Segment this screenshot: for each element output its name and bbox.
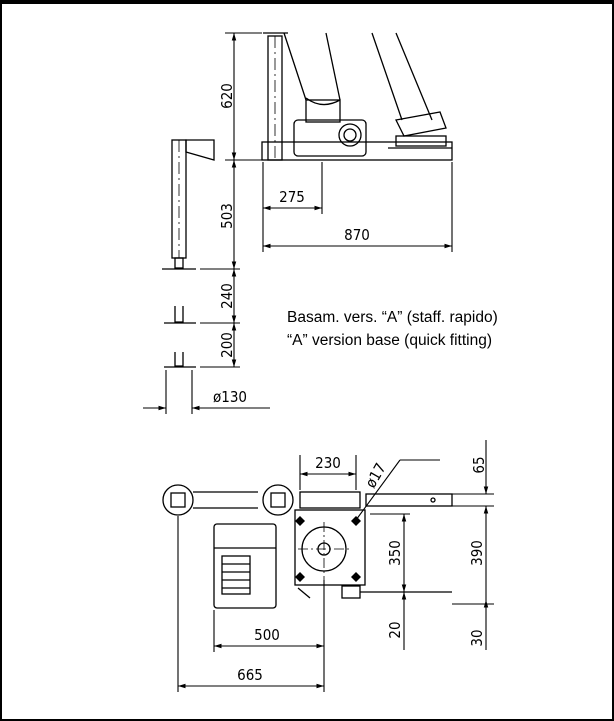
dim-200: 200: [218, 332, 236, 358]
dim-275: 275: [279, 188, 305, 206]
dim-350: 350: [386, 540, 404, 566]
base-plate-plan: [294, 509, 366, 586]
dim-30: 30: [468, 629, 486, 646]
dim-390: 390: [468, 540, 486, 566]
note-italian: Basam. vers. “A” (staff. rapido): [287, 309, 498, 326]
dim-665: 665: [237, 666, 263, 684]
dim-870: 870: [344, 226, 370, 244]
base-plate: [261, 141, 453, 161]
dim-65: 65: [470, 456, 488, 473]
dims-top: [143, 32, 453, 414]
dim-503: 503: [218, 203, 236, 229]
dim-620: 620: [218, 83, 236, 109]
side-elevation: [261, 32, 453, 161]
arm: [283, 32, 341, 106]
note-english: “A” version base (quick fitting): [287, 332, 492, 349]
loose-column: [162, 139, 215, 368]
plan-view: [162, 484, 453, 609]
motor-housing: [293, 119, 367, 157]
dim-hole-17: ø17: [362, 460, 390, 491]
dim-500: 500: [254, 626, 280, 644]
dim-diameter-130: ø130: [213, 388, 247, 406]
dims-plan: [177, 440, 494, 692]
dim-240: 240: [218, 283, 236, 309]
anchor-holes: [295, 516, 361, 582]
dim-20: 20: [386, 621, 404, 638]
dim-230: 230: [315, 454, 341, 472]
power-unit: [213, 523, 277, 609]
